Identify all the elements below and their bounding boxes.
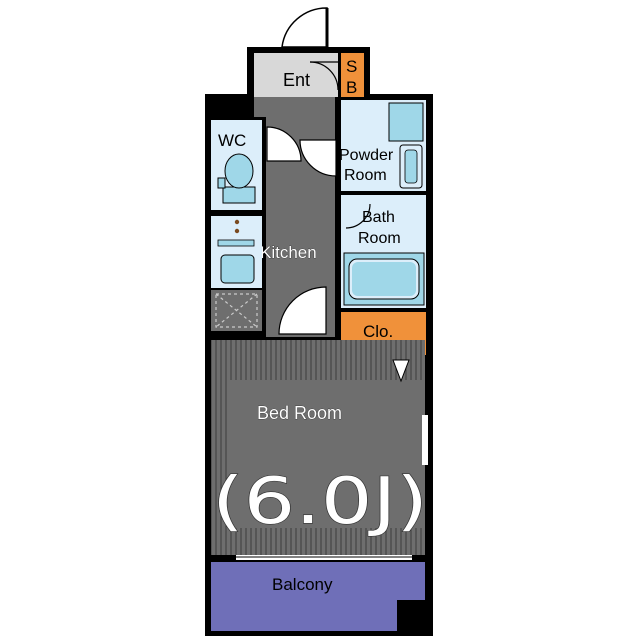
balcony-window bbox=[236, 555, 412, 560]
wc-label: WC bbox=[218, 131, 246, 150]
toilet-tank-icon bbox=[222, 186, 256, 204]
entrance-label: Ent bbox=[283, 70, 310, 90]
balcony-label: Balcony bbox=[272, 575, 333, 594]
bath-door-swing-icon bbox=[345, 203, 371, 229]
bedroom: Bed Room (6.0J) bbox=[211, 340, 429, 555]
shoe-box: S B bbox=[341, 53, 364, 97]
bedroom-window bbox=[422, 415, 428, 465]
toilet-bowl-icon bbox=[224, 153, 254, 189]
toilet-paper-icon bbox=[217, 177, 226, 189]
bath-room-label-1: Bath bbox=[362, 209, 395, 226]
powder-room-label-1: Powder bbox=[339, 147, 394, 164]
wc-door-swing-icon bbox=[266, 126, 302, 162]
kitchen-sink-icon bbox=[220, 254, 255, 284]
powder-room-label-2: Room bbox=[344, 167, 387, 184]
kitchen-counter bbox=[211, 216, 262, 331]
kitchen-door-swing-icon bbox=[278, 286, 327, 335]
shoe-box-label-s: S bbox=[346, 57, 357, 76]
bath-room-label-2: Room bbox=[358, 230, 401, 247]
drain-icon bbox=[397, 600, 425, 631]
entrance-door-swing-icon bbox=[281, 7, 328, 48]
powder-door-swing-icon bbox=[299, 139, 337, 177]
bedroom-size-label: (6.0J) bbox=[212, 465, 428, 539]
bath-room: Bath Room bbox=[341, 195, 426, 308]
washing-machine-icon bbox=[388, 102, 424, 142]
shoe-box-label-b: B bbox=[346, 78, 357, 97]
fridge-space-icon bbox=[215, 293, 258, 328]
kitchen-label: Kitchen bbox=[260, 243, 317, 262]
bedroom-label: Bed Room bbox=[257, 403, 342, 423]
closet-label: Clo. bbox=[363, 322, 393, 341]
entrance: Ent bbox=[254, 7, 339, 97]
balcony: Balcony bbox=[208, 562, 428, 634]
closet-door-arrow-icon bbox=[392, 359, 410, 383]
powder-room: Powder Room bbox=[299, 100, 426, 191]
wc: WC bbox=[211, 120, 302, 210]
